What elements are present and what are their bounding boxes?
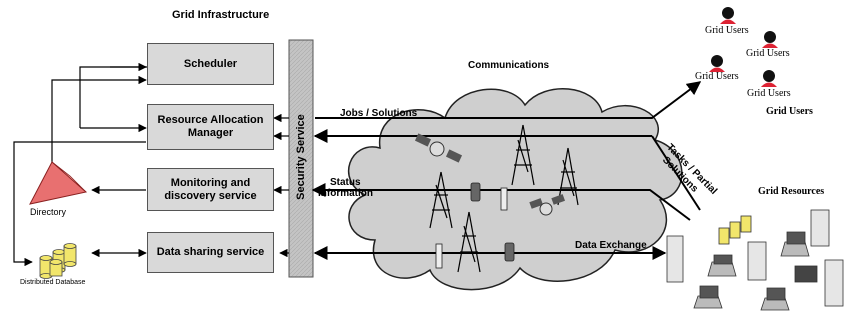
grid-user-label-3: Grid Users [695,71,739,82]
monitoring-label-line1: Monitoring and [170,176,251,189]
data-exchange-label: Data Exchange [575,240,647,251]
grid-user-label-1: Grid Users [705,25,749,36]
grid-resource-icons [666,209,844,311]
security-service-bar [288,39,314,278]
monitoring-label-line2: discovery service [164,189,257,202]
status-label: Status [330,177,361,188]
scheduler-label: Scheduler [183,57,238,70]
scheduler-box: Scheduler [147,43,274,85]
grid-user-icons [709,7,778,87]
grid-user-label-4: Grid Users [747,88,791,99]
communications-label: Communications [468,60,550,71]
resource-allocation-box: Resource Allocation Manager [147,104,274,150]
directory-label: Directory [30,207,67,217]
monitoring-box: Monitoring and discovery service [147,168,274,211]
cell-tower-icons [429,124,579,273]
directory-icon [29,161,88,205]
device-icons [435,182,515,269]
grid-infrastructure-title: Grid Infrastructure [172,9,270,21]
grid-user-label-2: Grid Users [746,48,790,59]
jobs-solutions-label: Jobs / Solutions [340,108,418,119]
information-label: Information [318,188,373,199]
database-icon [39,243,77,279]
resource-allocation-label-line1: Resource Allocation [157,114,264,126]
security-service-label: Security Service [295,114,307,200]
grid-resources-label: Grid Resources [758,186,825,197]
grid-users-group-label: Grid Users [766,106,813,117]
left-connectors [13,62,289,267]
resource-allocation-label-line2: Manager [187,127,234,139]
data-sharing-box: Data sharing service [147,232,274,273]
satellite-icons [414,133,566,216]
communication-lines [311,81,702,260]
database-label: Distributed Database [20,279,86,286]
data-sharing-label: Data sharing service [156,246,265,258]
